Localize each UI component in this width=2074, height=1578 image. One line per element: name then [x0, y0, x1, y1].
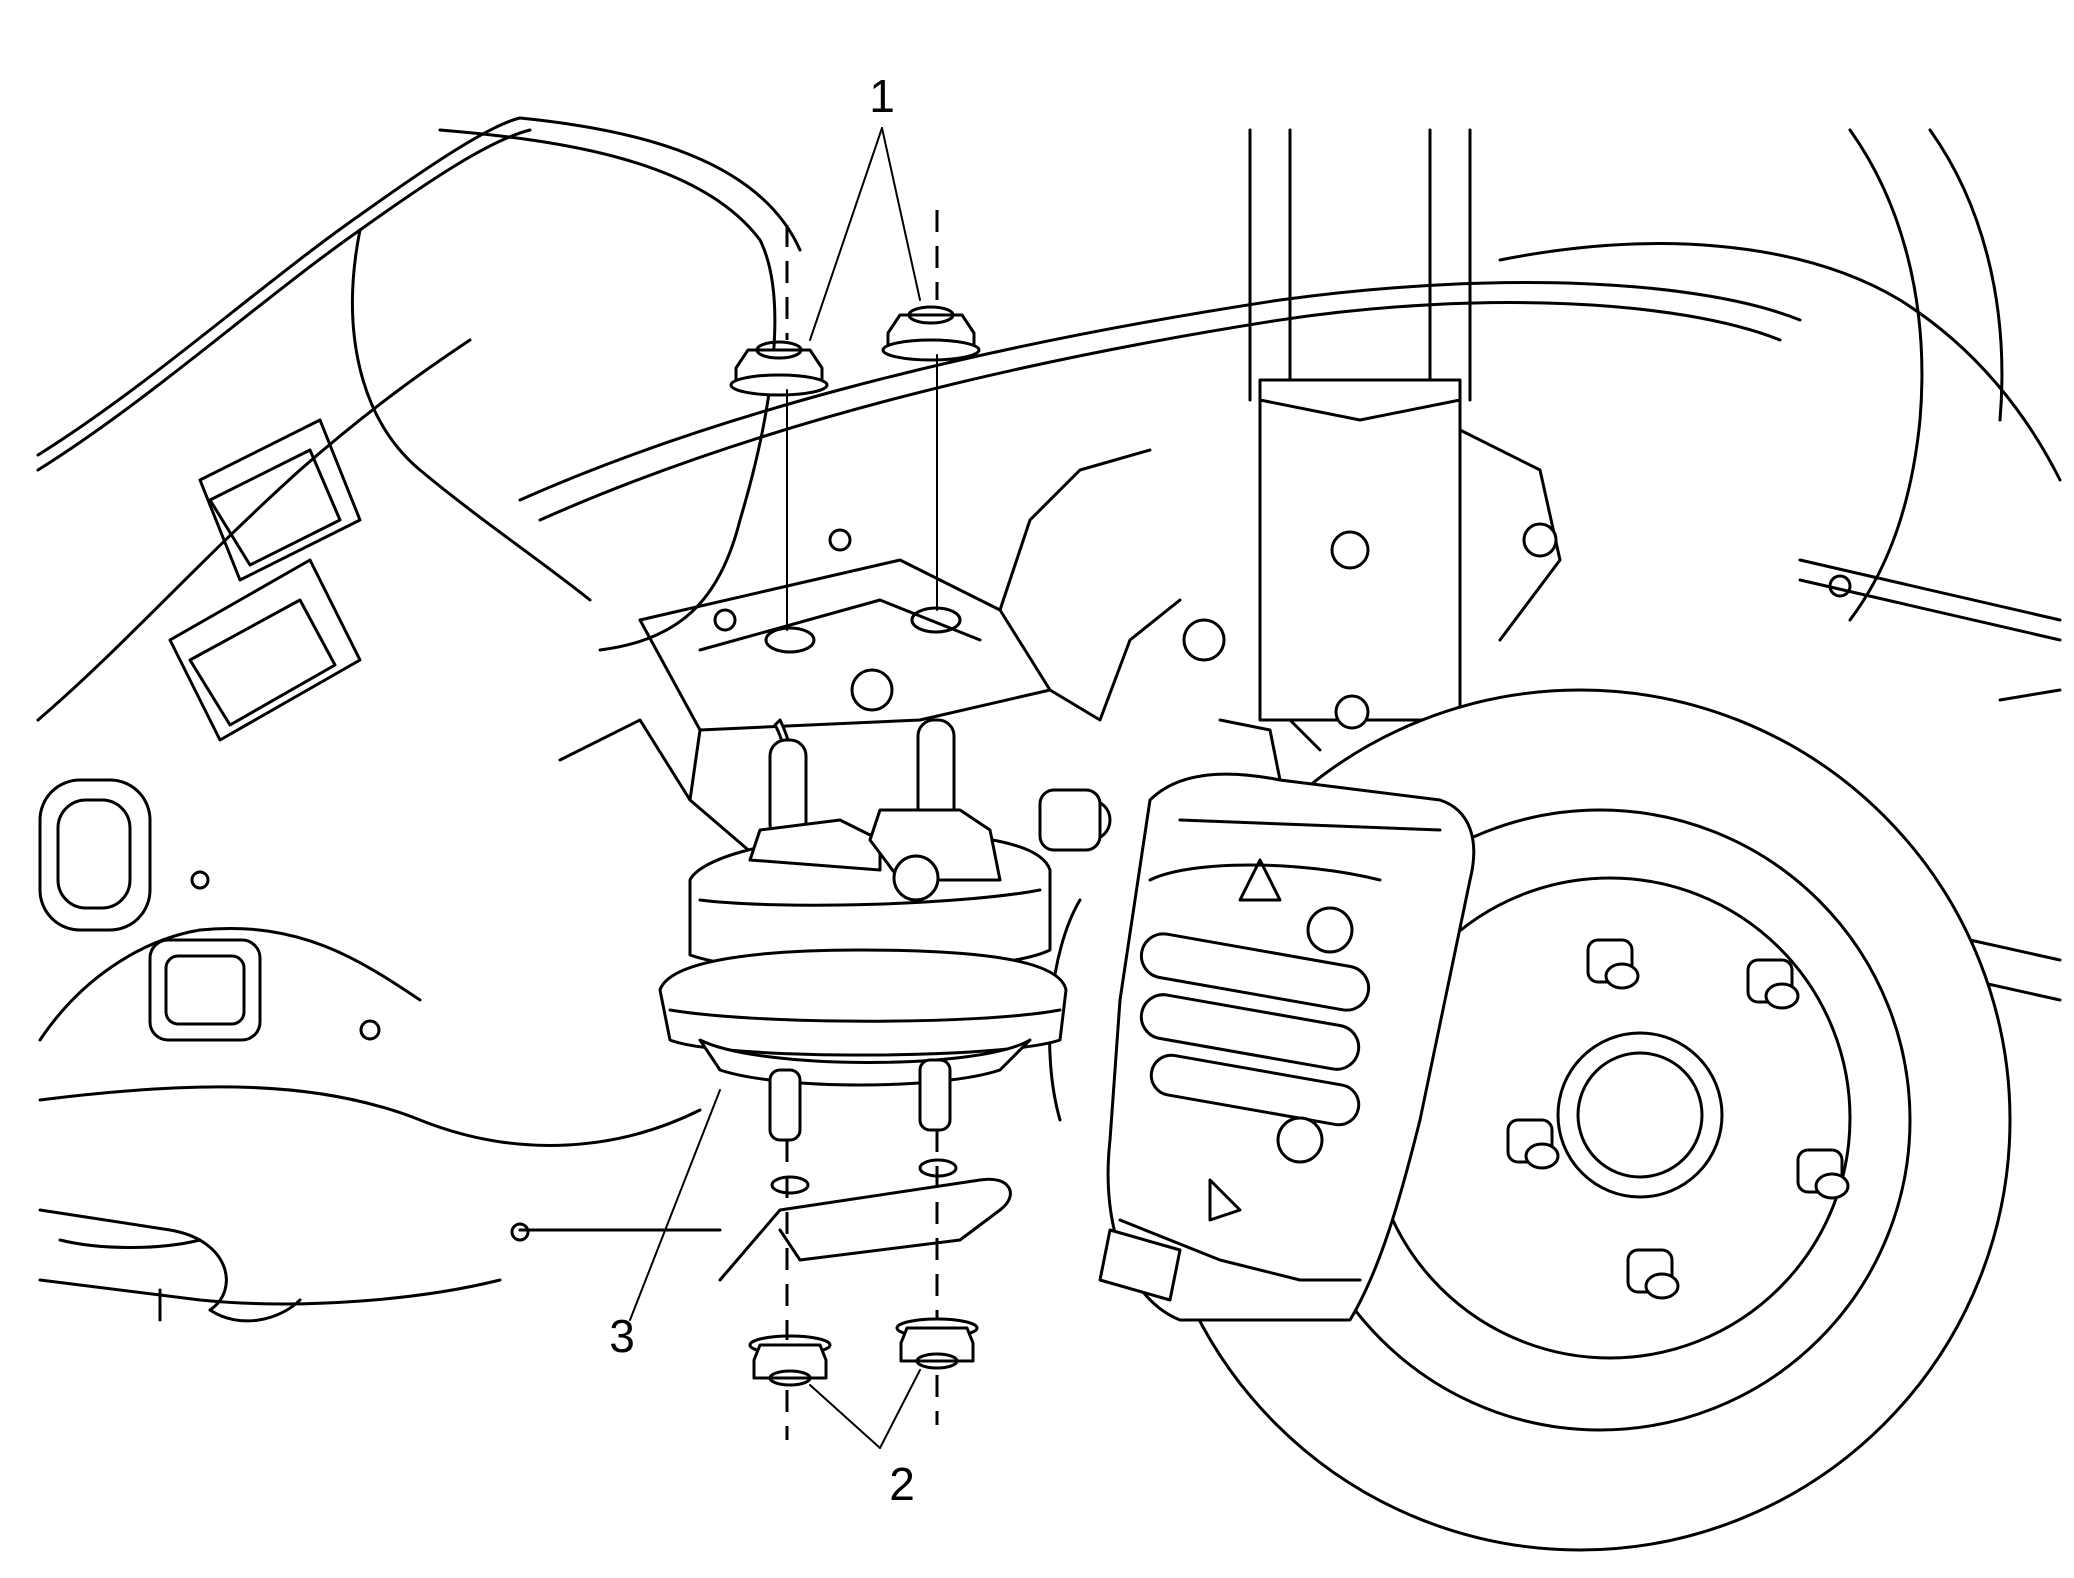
- strut: [1182, 128, 1562, 730]
- lower-nut-left: [748, 1334, 832, 1387]
- engine-mount: [658, 718, 1068, 1142]
- upper-body-rail: [518, 128, 2062, 1002]
- callout-1-label: 1: [869, 70, 895, 122]
- lower-plate: [718, 1158, 1012, 1282]
- leader-lines: [629, 127, 921, 1449]
- center-lines: [785, 210, 939, 1440]
- upper-nut-right: [881, 305, 981, 362]
- upper-nuts: [729, 305, 981, 397]
- body-structure-left: [36, 116, 802, 1323]
- brake-caliper: [1038, 718, 1476, 1322]
- lower-nuts: [748, 1317, 979, 1387]
- callout-3-label: 3: [609, 1310, 635, 1362]
- upper-nut-left: [729, 340, 829, 397]
- callout-2-label: 2: [889, 1458, 915, 1510]
- wheel-studs: [1506, 938, 1850, 1300]
- lower-nut-right: [895, 1317, 979, 1370]
